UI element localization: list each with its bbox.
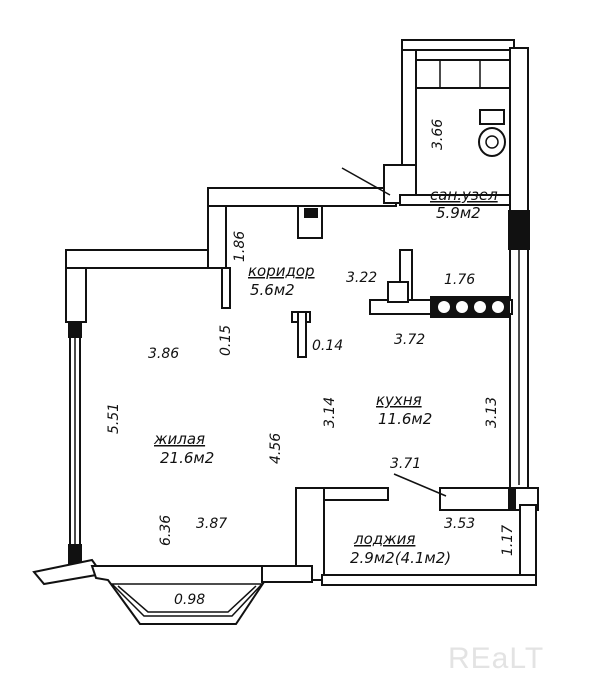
- corridor-stub: [221, 267, 231, 309]
- bay-window: [32, 558, 313, 625]
- corridor-area: 5.6м2: [250, 281, 295, 299]
- dim-3-53: 3.53: [444, 516, 475, 532]
- dim-3-72: 3.72: [394, 332, 425, 348]
- toilet-icon: [478, 109, 506, 157]
- loggia-left-wall: [295, 487, 325, 581]
- dim-3-87: 3.87: [196, 516, 227, 532]
- leader-line-loggia: [393, 473, 447, 497]
- dim-0-98: 0.98: [174, 592, 205, 608]
- loggia-right-wall: [519, 504, 537, 584]
- loggia-name: лоджия: [353, 530, 415, 548]
- loggia-bottom-wall: [321, 574, 537, 586]
- dim-3-14: 3.14: [322, 397, 338, 428]
- dim-1-86: 1.86: [232, 231, 248, 262]
- room-labels: сан.узел 5.9м2 коридор 5.6м2 кухня 11.6м…: [153, 186, 498, 567]
- loggia-area: 2.9м2(4.1м2): [350, 549, 451, 567]
- left-pillar-bottom: [68, 544, 82, 564]
- left-pillar-top: [68, 320, 82, 338]
- dimension-labels: 3.66 1.86 3.22 1.76 0.15 3.86 0.14 3.72 …: [106, 119, 516, 608]
- bay-right-ledge: [261, 565, 313, 583]
- dim-3-13: 3.13: [484, 397, 500, 428]
- bathroom-area: 5.9м2: [436, 204, 481, 222]
- kitchen-area: 11.6м2: [378, 410, 432, 428]
- living-area: 21.6м2: [160, 449, 214, 467]
- bathroom-top-block: [415, 59, 517, 89]
- living-name: жилая: [153, 430, 205, 448]
- dim-3-71: 3.71: [390, 456, 421, 472]
- loggia-door-wall: [323, 487, 389, 501]
- dim-1-17: 1.17: [500, 525, 516, 556]
- bathroom-top-wall: [401, 39, 515, 51]
- watermark-logo: REaLT: [448, 642, 544, 675]
- dim-4-56: 4.56: [268, 433, 284, 464]
- dim-0-14: 0.14: [312, 338, 343, 354]
- walls: [65, 39, 539, 586]
- top-left-wall: [65, 249, 227, 269]
- bathroom-name: сан.узел: [430, 186, 498, 204]
- column-stem: [297, 311, 307, 358]
- corridor-name: коридор: [248, 262, 315, 280]
- dim-5-51: 5.51: [106, 403, 122, 434]
- dim-3-86: 3.86: [148, 346, 179, 362]
- leader-line-bath: [341, 167, 391, 196]
- corridor-top-wall: [207, 187, 397, 207]
- dim-0-15: 0.15: [218, 325, 234, 356]
- kitchen-counter: [430, 296, 510, 318]
- dim-6-36: 6.36: [158, 515, 174, 546]
- dim-1-76: 1.76: [444, 272, 475, 288]
- dim-3-22: 3.22: [346, 270, 377, 286]
- kitchen-name: кухня: [376, 391, 422, 409]
- dim-3-66: 3.66: [430, 119, 446, 150]
